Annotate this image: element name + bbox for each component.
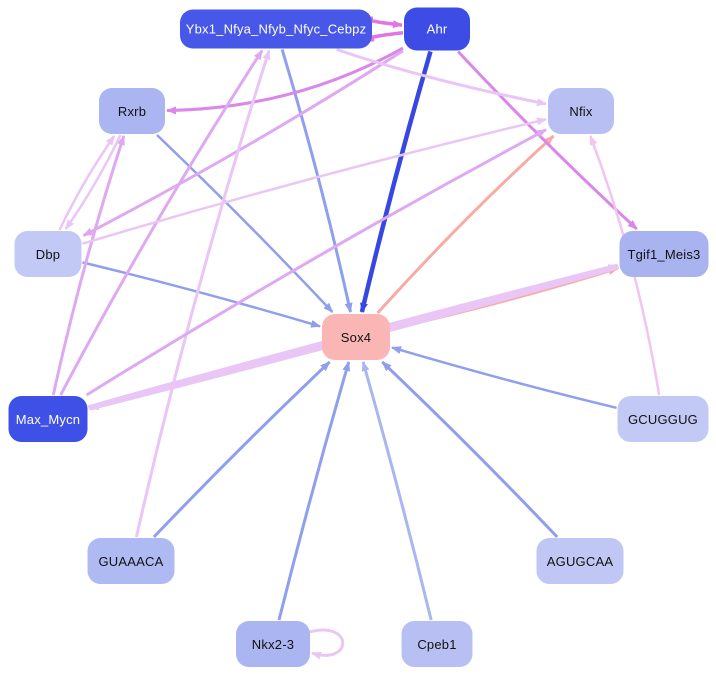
node-label: Rxrb [117, 103, 147, 119]
node-label: Ybx1_Nfya_Nfyb_Nfyc_Cebpz [185, 21, 367, 37]
edge-rxrb-dbp [64, 134, 122, 230]
node-dbp[interactable]: Dbp [14, 231, 82, 277]
edge-ybx1-ahr [366, 16, 403, 29]
node-nfix[interactable]: Nfix [548, 88, 614, 134]
edge-cpeb1-sox4 [361, 361, 433, 621]
node-label: Dbp [35, 246, 61, 262]
edge-guaaaca-ybx1 [134, 49, 271, 538]
node-ybx1[interactable]: Ybx1_Nfya_Nfyb_Nfyc_Cebpz [180, 9, 372, 49]
edge-dbp-nfix [82, 117, 547, 245]
node-cpeb1[interactable]: Cpeb1 [401, 621, 473, 667]
edge-ybx1-sox4 [280, 49, 353, 313]
node-agugcaa[interactable]: AGUGCAA [536, 538, 624, 584]
node-label: Nfix [569, 103, 593, 119]
edge-ahr-sox4 [359, 50, 433, 313]
edge-sox4-nfix [376, 134, 555, 315]
node-nkx23[interactable]: Nkx2-3 [236, 621, 310, 667]
node-label: Nkx2-3 [251, 636, 295, 652]
node-label: Sox4 [340, 329, 372, 345]
node-sox4[interactable]: Sox4 [322, 314, 390, 360]
node-guaaaca[interactable]: GUAAACA [87, 538, 175, 584]
edge-gcuggug-sox4 [391, 346, 617, 410]
node-label: Ahr [426, 21, 448, 37]
edge-ahr-ybx1 [364, 31, 404, 43]
edge-max_mycn-nfix [85, 128, 547, 397]
edge-nkx23-nkx23 [305, 628, 345, 660]
node-label: GCUGGUG [627, 411, 698, 427]
node-gcuggug[interactable]: GCUGGUG [617, 396, 709, 442]
node-label: Max_Mycn [15, 411, 81, 427]
node-max_mycn[interactable]: Max_Mycn [8, 396, 88, 442]
edge-agugcaa-sox4 [381, 360, 559, 539]
node-tgif1[interactable]: Tgif1_Meis3 [619, 231, 709, 277]
edge-rxrb-sox4 [156, 134, 334, 313]
edge-dbp-sox4 [82, 261, 321, 328]
edge-dbp-rxrb [58, 135, 116, 231]
node-label: AGUGCAA [546, 553, 614, 569]
edge-nkx23-sox4 [277, 361, 351, 621]
node-label: Cpeb1 [417, 636, 457, 652]
node-ahr[interactable]: Ahr [404, 7, 470, 51]
edge-max_mycn-rxrb [51, 135, 126, 396]
node-label: Tgif1_Meis3 [627, 246, 701, 262]
edge-ybx1-nfix [336, 48, 547, 107]
edge-guaaaca-sox4 [152, 360, 331, 539]
edge-ahr-dbp [82, 49, 404, 237]
node-label: GUAAACA [98, 553, 164, 569]
node-rxrb[interactable]: Rxrb [99, 88, 165, 134]
